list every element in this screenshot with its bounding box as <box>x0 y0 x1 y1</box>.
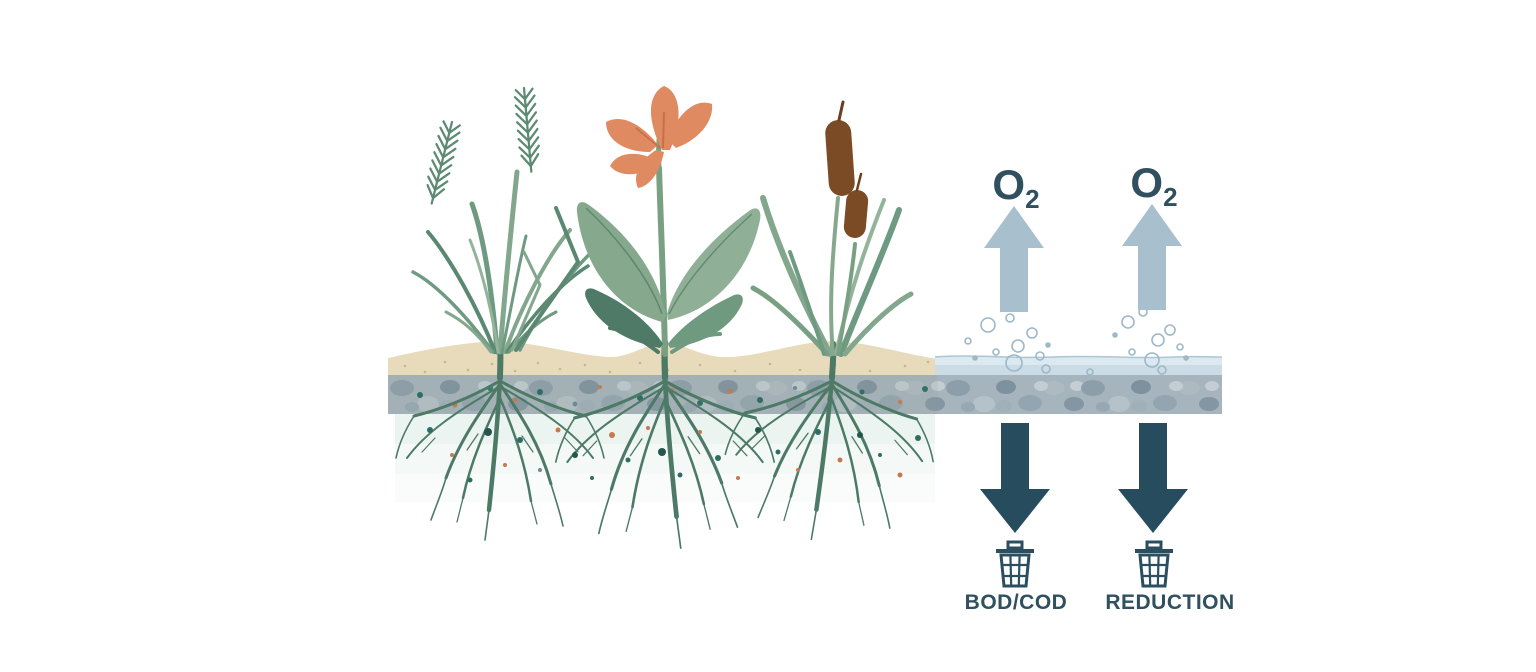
up-arrow-icon <box>1122 204 1182 310</box>
cattail-leaves <box>750 195 914 357</box>
trash-bin-icon <box>1133 540 1175 588</box>
oxygen-label-left: O2 <box>992 161 1039 214</box>
canna-leaves <box>576 202 761 354</box>
bubbles-left <box>964 313 1094 376</box>
oxygen-label-right: O2 <box>1130 159 1177 212</box>
up-arrow-icon <box>984 206 1044 312</box>
root-zone <box>395 340 937 548</box>
bubbles-right <box>1112 307 1189 375</box>
down-arrow-icon <box>1118 423 1188 533</box>
bod-cod-label: BOD/COD <box>965 591 1068 614</box>
reduction-label: REDUCTION <box>1105 591 1234 614</box>
water-layer <box>934 355 1223 376</box>
canna-plant <box>576 86 761 357</box>
down-arrow-icon <box>980 423 1050 533</box>
root-zone-particles <box>427 426 921 483</box>
seed-head-icon <box>421 118 463 207</box>
seed-head-icon <box>513 86 543 174</box>
root-zone-tint <box>395 414 935 502</box>
cattail-heads <box>825 100 869 238</box>
cattail-plant <box>750 100 914 357</box>
canna-flower <box>606 86 713 188</box>
trash-bin-icon <box>994 540 1036 588</box>
